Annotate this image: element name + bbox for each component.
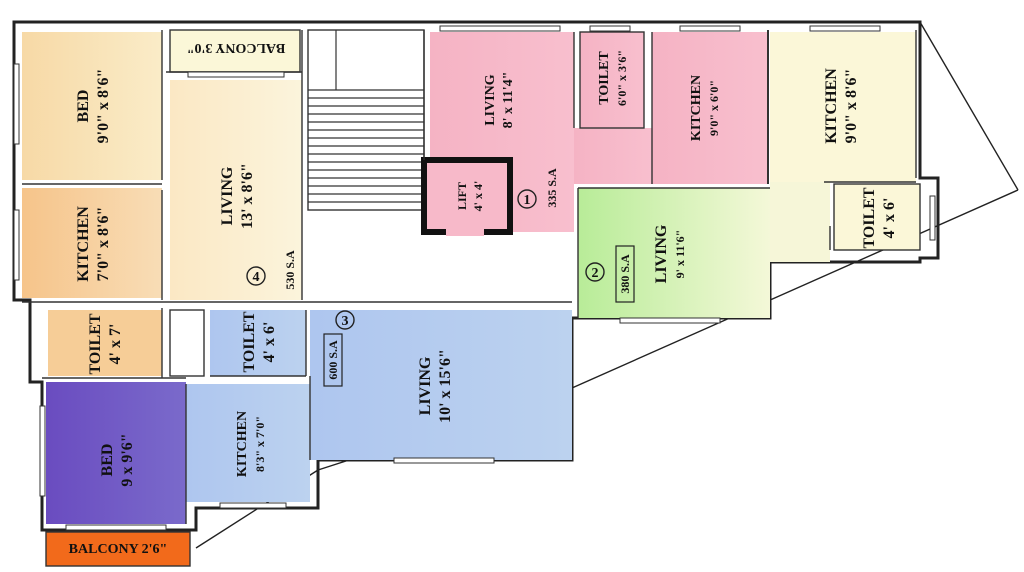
- balcony-top-label: BALCONY 3'0": [187, 40, 286, 55]
- living-1-dim: 8' x 11'4": [501, 72, 516, 129]
- kitchen-2-dim: 9'0" x 8'6": [843, 69, 860, 144]
- room-toilet-4: [48, 310, 162, 376]
- bed-top-name: BED: [75, 90, 92, 123]
- unit-2: [578, 32, 921, 318]
- unit-4-area: 530 S.A: [283, 250, 297, 290]
- unit-3-circle: [335, 310, 355, 330]
- living-4-name: LIVING: [219, 166, 236, 225]
- living-3-dim: 10' x 15'6": [437, 349, 454, 423]
- shaft-small: [169, 309, 205, 377]
- bed-top-dim: 9'0" x 8'6": [95, 69, 112, 144]
- kitchen-1-dim: 9'0" x 6'0": [707, 80, 721, 136]
- lift-dim: 4' x 4': [471, 181, 485, 212]
- unit-3-area-box: [323, 333, 343, 387]
- room-bed-top: [22, 32, 162, 180]
- kitchen-1-name: KITCHEN: [689, 75, 704, 141]
- unit-3: [186, 310, 572, 502]
- toilet-2-name: TOILET: [861, 187, 878, 248]
- kitchen-3-name: KITCHEN: [235, 411, 250, 477]
- room-bed-3: [46, 382, 186, 524]
- kitchen-4-dim: 7'0" x 8'6": [95, 207, 112, 282]
- kitchen-2-name: KITCHEN: [823, 68, 840, 144]
- room-balcony-bottom: [45, 531, 191, 567]
- lift-door-gap: [446, 228, 484, 236]
- balcony-bottom-label: BALCONY 2'6": [69, 542, 168, 557]
- toilet-2-dim: 4' x 6': [881, 198, 898, 239]
- room-living-4: [170, 80, 302, 300]
- unit-2-area-box: [615, 245, 635, 303]
- room-kitchen-4: [22, 188, 162, 298]
- lift-shaft: [421, 157, 513, 235]
- toilet-4-name: TOILET: [87, 313, 104, 374]
- unit-4-circle: [246, 266, 266, 286]
- toilet-1-dim: 6'0" x 3'6": [615, 50, 629, 106]
- toilet-4-dim: 4' x 7': [107, 324, 124, 365]
- lift-name: LIFT: [455, 182, 469, 210]
- windows: [13, 25, 936, 531]
- living-2-dim: 9' x 11'6": [673, 230, 687, 279]
- unit-1-number: 1: [524, 193, 531, 208]
- kitchen-3-dim: 8'3" x 7'0": [253, 416, 267, 472]
- unit-3-number: 3: [342, 314, 349, 329]
- staircase: [307, 29, 425, 211]
- bed-3-dim: 9 x 9'6": [119, 433, 136, 486]
- unit-3-area: 600 S.A: [326, 340, 340, 380]
- unit-2-area: 380 S.A: [618, 254, 632, 294]
- unit-4-number: 4: [253, 270, 260, 285]
- toilet-3-name: TOILET: [241, 311, 258, 372]
- toilet-3-dim: 4' x 6': [261, 322, 278, 363]
- living-1-name: LIVING: [483, 74, 498, 125]
- unit-1-area: 335 S.A: [545, 168, 559, 208]
- living-3-name: LIVING: [417, 356, 434, 415]
- room-labels: BED 9'0" x 8'6" BALCONY 3'0" LIVING 13' …: [69, 40, 898, 557]
- bed-3-name: BED: [99, 444, 116, 477]
- unit-2-number: 2: [592, 266, 599, 281]
- unit-markers: [246, 189, 635, 387]
- living-4-dim: 13' x 8'6": [239, 163, 256, 229]
- unit-2-circle: [585, 262, 605, 282]
- room-balcony-top: [169, 29, 301, 73]
- living-2-name: LIVING: [653, 224, 670, 283]
- unit-1-circle: [517, 189, 537, 209]
- kitchen-4-name: KITCHEN: [75, 206, 92, 282]
- toilet-1-name: TOILET: [597, 51, 612, 105]
